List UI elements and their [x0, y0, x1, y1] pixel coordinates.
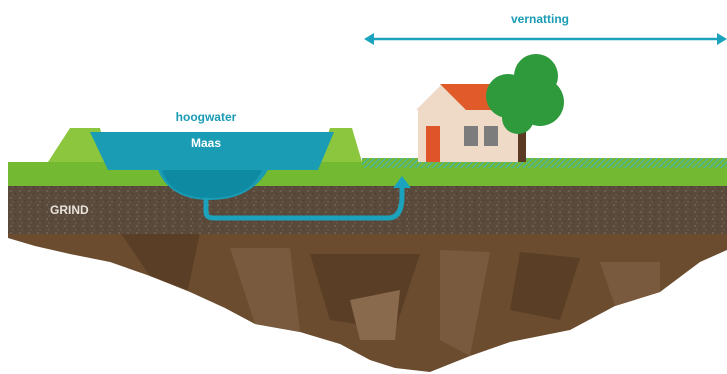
tree-crown-4: [502, 102, 534, 134]
soil-shade-7: [350, 290, 400, 340]
house-gable: [416, 84, 468, 110]
gravel-label: GRIND: [50, 203, 89, 217]
hoogwater-label: hoogwater: [176, 110, 237, 124]
house-door: [426, 126, 440, 162]
wet-field: [362, 158, 727, 168]
river: [90, 132, 334, 200]
soil-shade-5: [510, 252, 580, 320]
soil-shade-1: [120, 232, 200, 290]
soil-shade-2: [230, 248, 300, 332]
tree-trunk: [518, 108, 526, 162]
seepage-arrow-icon: [203, 176, 411, 221]
house-window-1: [464, 126, 478, 146]
river-channel: [162, 170, 262, 198]
house-icon: [416, 84, 520, 162]
vernatting-arrow-icon: [364, 33, 727, 45]
river-label: Maas: [191, 136, 221, 150]
soil-shade-6: [600, 262, 660, 306]
vernatting-label: vernatting: [511, 12, 569, 26]
tree-icon: [486, 54, 564, 162]
house-window-2: [484, 126, 498, 146]
soil-underside: [8, 212, 727, 372]
soil-shade-4: [440, 250, 490, 356]
river-water: [90, 132, 334, 200]
gravel-layer: [8, 186, 727, 234]
